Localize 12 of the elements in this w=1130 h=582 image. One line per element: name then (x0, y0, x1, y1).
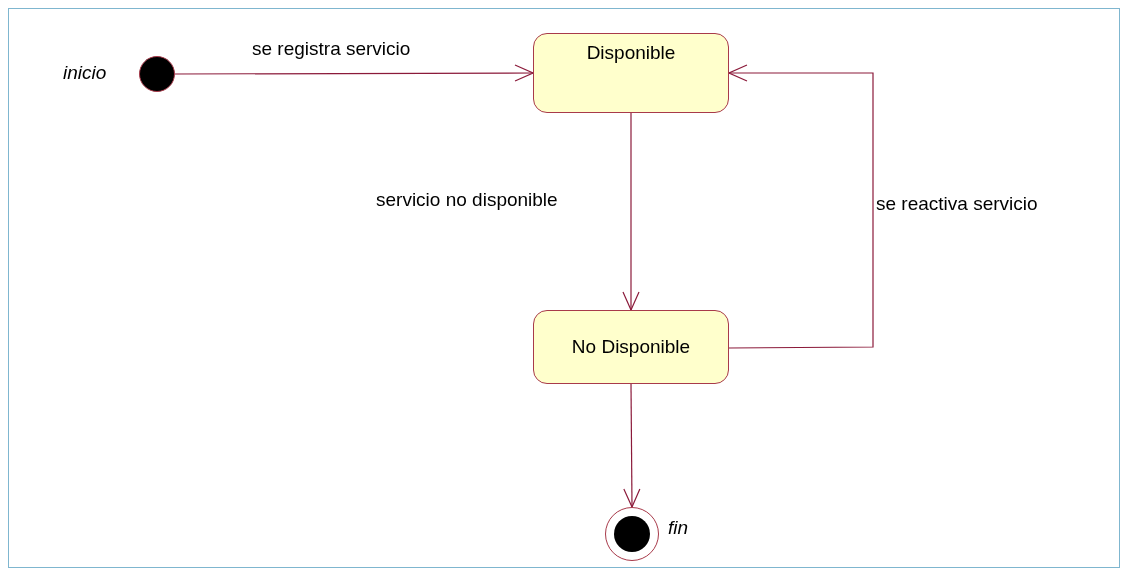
final-state (605, 507, 659, 561)
state-caption: inicio (63, 62, 107, 84)
transition-arrow (623, 383, 641, 508)
initial-state (139, 56, 175, 92)
state-box (533, 310, 729, 384)
state-box (533, 33, 729, 113)
transition-arrow (622, 112, 640, 311)
state-name: No Disponible (571, 336, 691, 358)
state-name: Disponible (586, 42, 676, 64)
transition-arrow (728, 64, 874, 349)
transition-arrow (174, 64, 534, 82)
state-caption: fin (668, 517, 689, 539)
